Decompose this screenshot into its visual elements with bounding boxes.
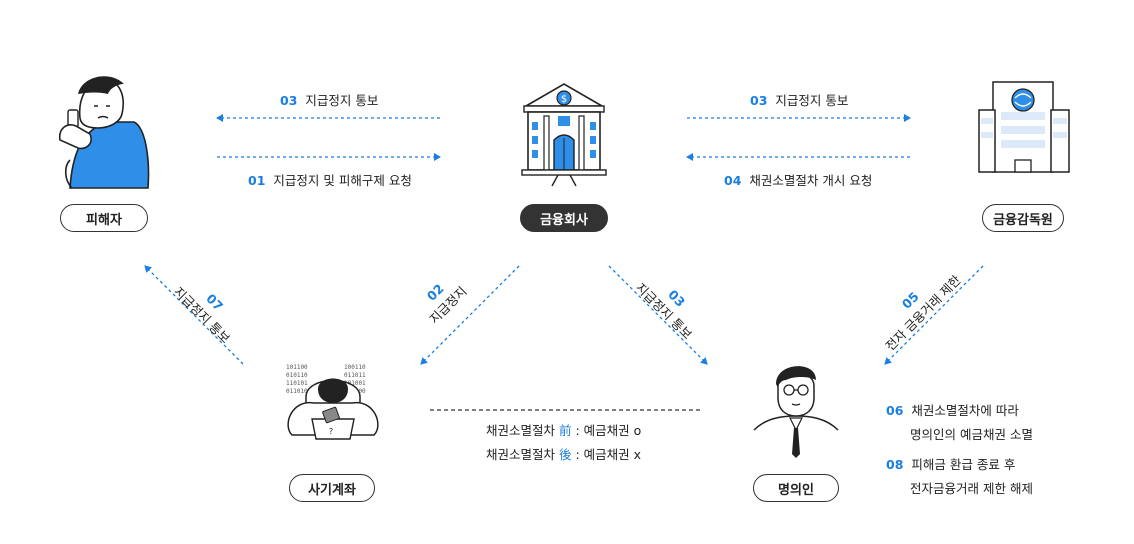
node-fraud-account-label: 사기계좌: [308, 482, 356, 498]
svg-text:101100: 101100: [286, 364, 308, 371]
step-number: 03: [280, 93, 298, 108]
node-fraud-account: 사기계좌: [289, 474, 375, 502]
arrow-bank-to-fraud: [420, 265, 520, 365]
note-line: 전자금융거래 제한 해제: [910, 481, 1033, 496]
step-number: 03: [750, 93, 768, 108]
label-victim-to-bank: 01 지급정지 및 피해구제 요청: [248, 170, 412, 189]
note-suffix: : 예금채권 x: [575, 447, 642, 462]
step-number: 06: [886, 403, 904, 418]
svg-text:010110: 010110: [286, 372, 308, 379]
note-line: 명의인의 예금채권 소멸: [910, 427, 1033, 442]
note-suffix: : 예금채권 o: [575, 423, 642, 438]
step-text: 지급정지 통보: [305, 93, 379, 108]
fss-building-illustration: [978, 81, 1070, 173]
label-fss-to-bank: 04 채권소멸절차 개시 요청: [724, 170, 872, 189]
node-holder-label: 명의인: [778, 482, 814, 498]
step-number: 08: [886, 457, 904, 472]
svg-text:110101: 110101: [286, 380, 308, 387]
note-line: 채권소멸절차에 따라: [911, 403, 1019, 418]
step-text: 지급정지 및 피해구제 요청: [273, 173, 412, 188]
middle-note: 채권소멸절차 前 : 예금채권 o 채권소멸절차 後 : 예금채권 x: [486, 419, 641, 467]
node-holder: 명의인: [753, 474, 839, 502]
victim-illustration: [58, 76, 150, 189]
svg-text:101001: 101001: [344, 380, 366, 387]
node-victim: 피해자: [60, 204, 148, 232]
note-key: 前: [559, 423, 572, 438]
node-fss-label: 금융감독원: [993, 212, 1053, 228]
node-victim-label: 피해자: [86, 212, 122, 228]
note-prefix: 채권소멸절차: [486, 423, 556, 438]
step-number: 04: [724, 173, 742, 188]
label-bank-to-victim: 03 지급정지 통보: [280, 90, 378, 109]
holder-illustration: [753, 366, 839, 458]
svg-text:100110: 100110: [344, 364, 366, 371]
svg-text:011011: 011011: [344, 372, 366, 379]
node-fss: 금융감독원: [982, 204, 1064, 232]
arrow-fss-to-holder: [884, 265, 984, 365]
holder-note-08: 08 피해금 환급 종료 후 전자금융거래 제한 해제: [886, 453, 1033, 501]
node-bank: 금융회사: [520, 204, 608, 232]
arrow-bank-to-holder: [608, 265, 708, 365]
note-key: 後: [559, 447, 572, 462]
label-bank-to-fss: 03 지급정지 통보: [750, 90, 848, 109]
step-text: 지급정지 통보: [775, 93, 849, 108]
svg-text:$: $: [561, 94, 567, 105]
step-number: 01: [248, 173, 266, 188]
node-bank-label: 금융회사: [540, 212, 588, 228]
note-line: 피해금 환급 종료 후: [911, 457, 1016, 472]
svg-text:?: ?: [329, 427, 333, 436]
arrow-fraud-to-victim: [144, 265, 244, 365]
note-prefix: 채권소멸절차: [486, 447, 556, 462]
svg-text:011010: 011010: [286, 388, 308, 395]
middle-note-line-2: 채권소멸절차 後 : 예금채권 x: [486, 443, 641, 467]
bank-illustration: $: [521, 83, 607, 187]
step-text: 채권소멸절차 개시 요청: [749, 173, 873, 188]
holder-note-06: 06 채권소멸절차에 따라 명의인의 예금채권 소멸: [886, 399, 1033, 447]
middle-note-line-1: 채권소멸절차 前 : 예금채권 o: [486, 419, 641, 443]
